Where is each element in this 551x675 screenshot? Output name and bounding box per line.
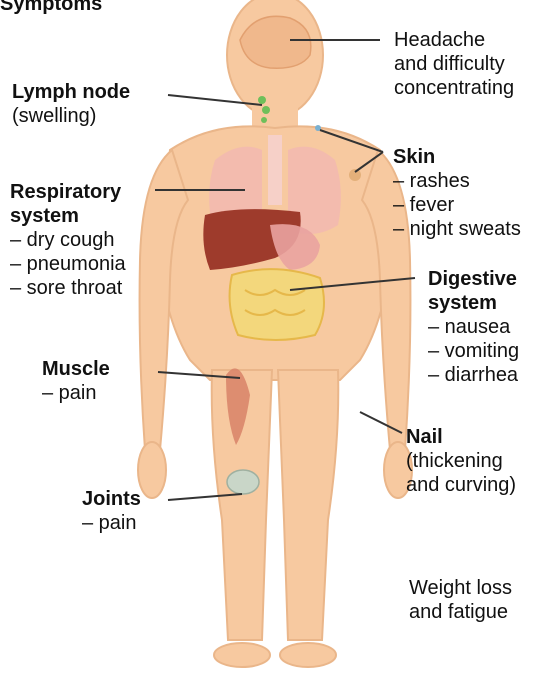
digestive-item: – nausea: [428, 315, 519, 339]
label-digestive: Digestive system – nausea – vomiting – d…: [428, 267, 519, 387]
respiratory-title-2: system: [10, 204, 126, 228]
nail-line2: (thickening: [406, 449, 516, 473]
label-respiratory: Respiratory system – dry cough – pneumon…: [10, 180, 126, 300]
digestive-title-2: system: [428, 291, 519, 315]
muscle-detail: – pain: [42, 381, 110, 405]
joints-title: Joints: [82, 487, 141, 511]
headache-line1: Headache: [394, 28, 514, 52]
label-lymph-node: Lymph node (swelling): [12, 80, 130, 128]
respiratory-title-1: Respiratory: [10, 180, 126, 204]
respiratory-item: – sore throat: [10, 276, 126, 300]
label-skin: Skin – rashes – fever – night sweats: [393, 145, 521, 241]
skin-item: – rashes: [393, 169, 521, 193]
digestive-title-1: Digestive: [428, 267, 519, 291]
respiratory-item: – pneumonia: [10, 252, 126, 276]
weight-line1: Weight loss: [409, 576, 512, 600]
digestive-item: – vomiting: [428, 339, 519, 363]
intestines: [230, 269, 324, 340]
joints-detail: – pain: [82, 511, 141, 535]
skin-item: – fever: [393, 193, 521, 217]
label-nail: Nail (thickening and curving): [406, 425, 516, 497]
nail-line3: and curving): [406, 473, 516, 497]
lymph-title: Lymph node: [12, 80, 130, 104]
label-muscle: Muscle – pain: [42, 357, 110, 405]
digestive-item: – diarrhea: [428, 363, 519, 387]
lymph-detail: (swelling): [12, 104, 130, 128]
respiratory-item: – dry cough: [10, 228, 126, 252]
nail-title: Nail: [406, 425, 516, 449]
weight-line2: and fatigue: [409, 600, 512, 624]
skin-title: Skin: [393, 145, 521, 169]
skin-item: – night sweats: [393, 217, 521, 241]
label-headache: Headache and difficulty concentrating: [394, 28, 514, 100]
knee-joint: [227, 470, 259, 494]
headache-line3: concentrating: [394, 76, 514, 100]
muscle-title: Muscle: [42, 357, 110, 381]
headache-line2: and difficulty: [394, 52, 514, 76]
label-joints: Joints – pain: [82, 487, 141, 535]
label-weight-loss: Weight loss and fatigue: [409, 576, 512, 624]
